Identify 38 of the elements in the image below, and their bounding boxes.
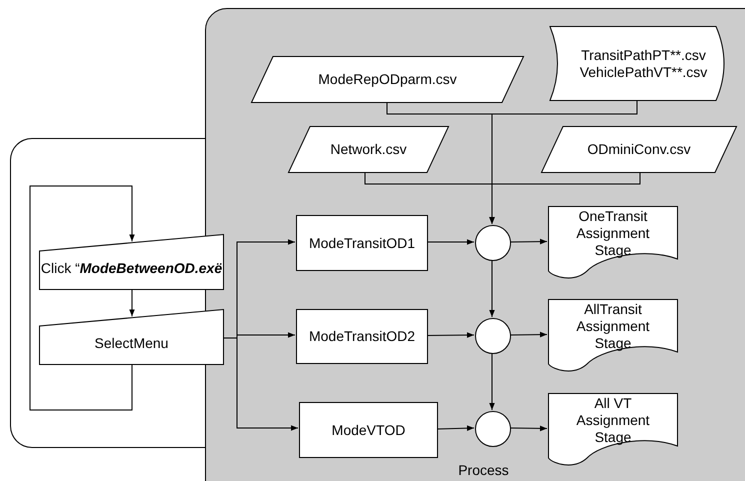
arrow [489,172,640,224]
document-shape [548,206,678,279]
process-box [299,402,438,458]
node-label: All VT Assignment Stage [575,395,651,446]
document-shape [548,393,678,466]
data-parallelogram [541,126,737,173]
manual-input-shape [39,309,224,365]
panel-title: Process [458,461,509,480]
arrow [30,186,135,410]
arrow [510,426,548,432]
node-label: OneTransit Assignment Stage [575,208,651,258]
node-label: SelectMenu [94,334,168,352]
node-label: Click “ModeBetweenOD.exë [40,260,222,276]
node-label: ModeTransitOD1 [308,234,416,252]
arrow [510,238,548,244]
arrow [222,338,298,431]
arrow [510,332,548,338]
document-shape [548,299,678,372]
arrow [426,239,474,245]
arrow [129,288,135,317]
node-label: ModeRepODparm.csv [318,71,457,88]
stored-data-shape [549,26,726,101]
data-parallelogram [288,126,449,173]
manual-input-shape [39,234,224,290]
node-label: TransitPathPT**.csv [581,47,706,64]
process-box [296,215,428,271]
arrow [489,260,495,318]
node-label: AllTransit Assignment Stage [575,301,651,352]
node-label: VehiclePathVT**.csv [580,64,708,80]
arrow [489,352,495,410]
arrow [436,425,474,431]
process-box [296,309,428,364]
node-label: ModeVTOD [332,422,406,438]
node-label: ModeTransitOD2 [308,328,416,345]
data-parallelogram [251,56,524,103]
node-label: ODminiConv.csv [587,141,691,158]
node-label: Network.csv [330,141,407,158]
arrow [426,332,474,338]
